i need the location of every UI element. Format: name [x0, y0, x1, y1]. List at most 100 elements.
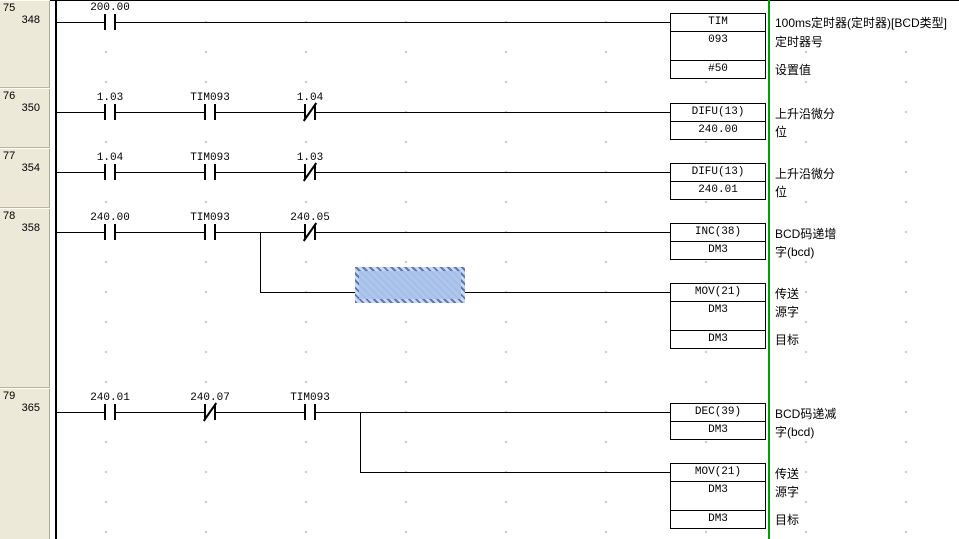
comment-line[interactable]: 设置值	[775, 63, 812, 77]
contact-bar	[214, 404, 216, 420]
nc-contact[interactable]	[302, 222, 318, 242]
contact-label: 200.00	[90, 2, 130, 14]
comment-line[interactable]: 传送	[775, 287, 800, 301]
grid-dots	[50, 0, 959, 539]
contact-label: 1.04	[96, 152, 124, 164]
no-contact[interactable]	[104, 104, 116, 120]
no-contact[interactable]	[104, 164, 116, 180]
rung-header-78[interactable]: 78 358	[0, 208, 50, 388]
instruction-box-mov[interactable]: MOV(21) DM3 DM3	[670, 283, 766, 349]
contact-label: 1.03	[296, 152, 324, 164]
contact-bar	[314, 224, 316, 240]
selection-fill	[359, 271, 461, 299]
rung-step: 365	[21, 402, 40, 414]
contact-label: TIM093	[290, 392, 330, 404]
contact-label: TIM093	[190, 212, 230, 224]
contact-bar	[114, 104, 116, 120]
no-contact[interactable]	[304, 404, 316, 420]
rung-separator	[50, 0, 959, 1]
nc-contact[interactable]	[302, 102, 318, 122]
contact-bar	[214, 224, 216, 240]
comment-line[interactable]: 字(bcd)	[775, 425, 815, 439]
no-contact[interactable]	[104, 224, 116, 240]
instruction-mnemonic: INC(38)	[671, 224, 765, 242]
rung-step: 354	[21, 162, 40, 174]
wire-segment	[56, 232, 670, 233]
contact-bar	[114, 224, 116, 240]
left-bus-bar	[55, 0, 57, 539]
comment-line[interactable]: 目标	[775, 513, 800, 527]
comment-line[interactable]: 100ms定时器(定时器)[BCD类型]	[775, 16, 948, 30]
rung-header-76[interactable]: 76 350	[0, 88, 50, 148]
operand: #50	[671, 60, 765, 78]
contact-bar	[114, 14, 116, 30]
rung-number: 77	[3, 150, 16, 162]
no-contact[interactable]	[204, 224, 216, 240]
contact-bar	[314, 404, 316, 420]
instruction-box-tim[interactable]: TIM 093 #50	[670, 13, 766, 79]
instruction-box-dec[interactable]: DEC(39) DM3	[670, 403, 766, 440]
contact-bar	[314, 164, 316, 180]
nc-contact[interactable]	[302, 162, 318, 182]
operand: 093	[708, 34, 728, 46]
instruction-mnemonic: DEC(39)	[671, 404, 765, 422]
contact-bar	[304, 224, 306, 240]
instruction-box-mov[interactable]: MOV(21) DM3 DM3	[670, 463, 766, 529]
rung-number: 79	[3, 390, 16, 402]
rung-number-column	[0, 0, 50, 539]
contact-label: 240.07	[190, 392, 230, 404]
contact-label: 240.05	[290, 212, 330, 224]
comment-line[interactable]: 上升沿微分	[775, 107, 836, 121]
instruction-box-inc[interactable]: INC(38) DM3	[670, 223, 766, 260]
rung-step: 348	[21, 14, 40, 26]
operand: DM3	[708, 484, 728, 496]
comment-line[interactable]: 位	[775, 125, 788, 139]
contact-bar	[104, 224, 106, 240]
contact-bar	[114, 404, 116, 420]
operand: DM3	[708, 244, 728, 256]
contact-bar	[204, 224, 206, 240]
contact-bar	[304, 164, 306, 180]
selection-cursor[interactable]	[355, 267, 465, 303]
rung-number: 76	[3, 90, 16, 102]
comment-line[interactable]: BCD码递增	[775, 227, 837, 241]
operand: DM3	[708, 304, 728, 316]
contact-label: TIM093	[190, 92, 230, 104]
instruction-box-difu[interactable]: DIFU(13) 240.00	[670, 103, 766, 140]
rung-header-79[interactable]: 79 365	[0, 388, 50, 539]
contact-bar	[214, 164, 216, 180]
comment-line[interactable]: 位	[775, 185, 788, 199]
contact-bar	[104, 104, 106, 120]
comment-line[interactable]: BCD码递减	[775, 407, 837, 421]
contact-bar	[204, 404, 206, 420]
contact-bar	[304, 104, 306, 120]
nc-contact[interactable]	[202, 402, 218, 422]
no-contact[interactable]	[204, 104, 216, 120]
operand: 240.01	[698, 184, 738, 196]
contact-bar	[114, 164, 116, 180]
contact-label: 1.03	[96, 92, 124, 104]
comment-line[interactable]: 源字	[775, 485, 800, 499]
wire-segment	[56, 22, 670, 23]
branch-wire	[360, 412, 361, 472]
instruction-box-difu[interactable]: DIFU(13) 240.01	[670, 163, 766, 200]
wire-segment	[56, 112, 670, 113]
contact-bar	[204, 104, 206, 120]
wire-segment	[56, 412, 670, 413]
comment-line[interactable]: 定时器号	[775, 35, 824, 49]
wire-segment	[260, 292, 670, 293]
contact-bar	[314, 104, 316, 120]
no-contact[interactable]	[104, 14, 116, 30]
branch-wire	[260, 232, 261, 292]
no-contact[interactable]	[104, 404, 116, 420]
rung-header-75[interactable]: 75 348	[0, 0, 50, 88]
comment-line[interactable]: 字(bcd)	[775, 245, 815, 259]
comment-line[interactable]: 目标	[775, 333, 800, 347]
comment-line[interactable]: 上升沿微分	[775, 167, 836, 181]
contact-label: 240.00	[90, 212, 130, 224]
no-contact[interactable]	[204, 164, 216, 180]
comment-line[interactable]: 源字	[775, 305, 800, 319]
comment-line[interactable]: 传送	[775, 467, 800, 481]
rung-header-77[interactable]: 77 354	[0, 148, 50, 208]
